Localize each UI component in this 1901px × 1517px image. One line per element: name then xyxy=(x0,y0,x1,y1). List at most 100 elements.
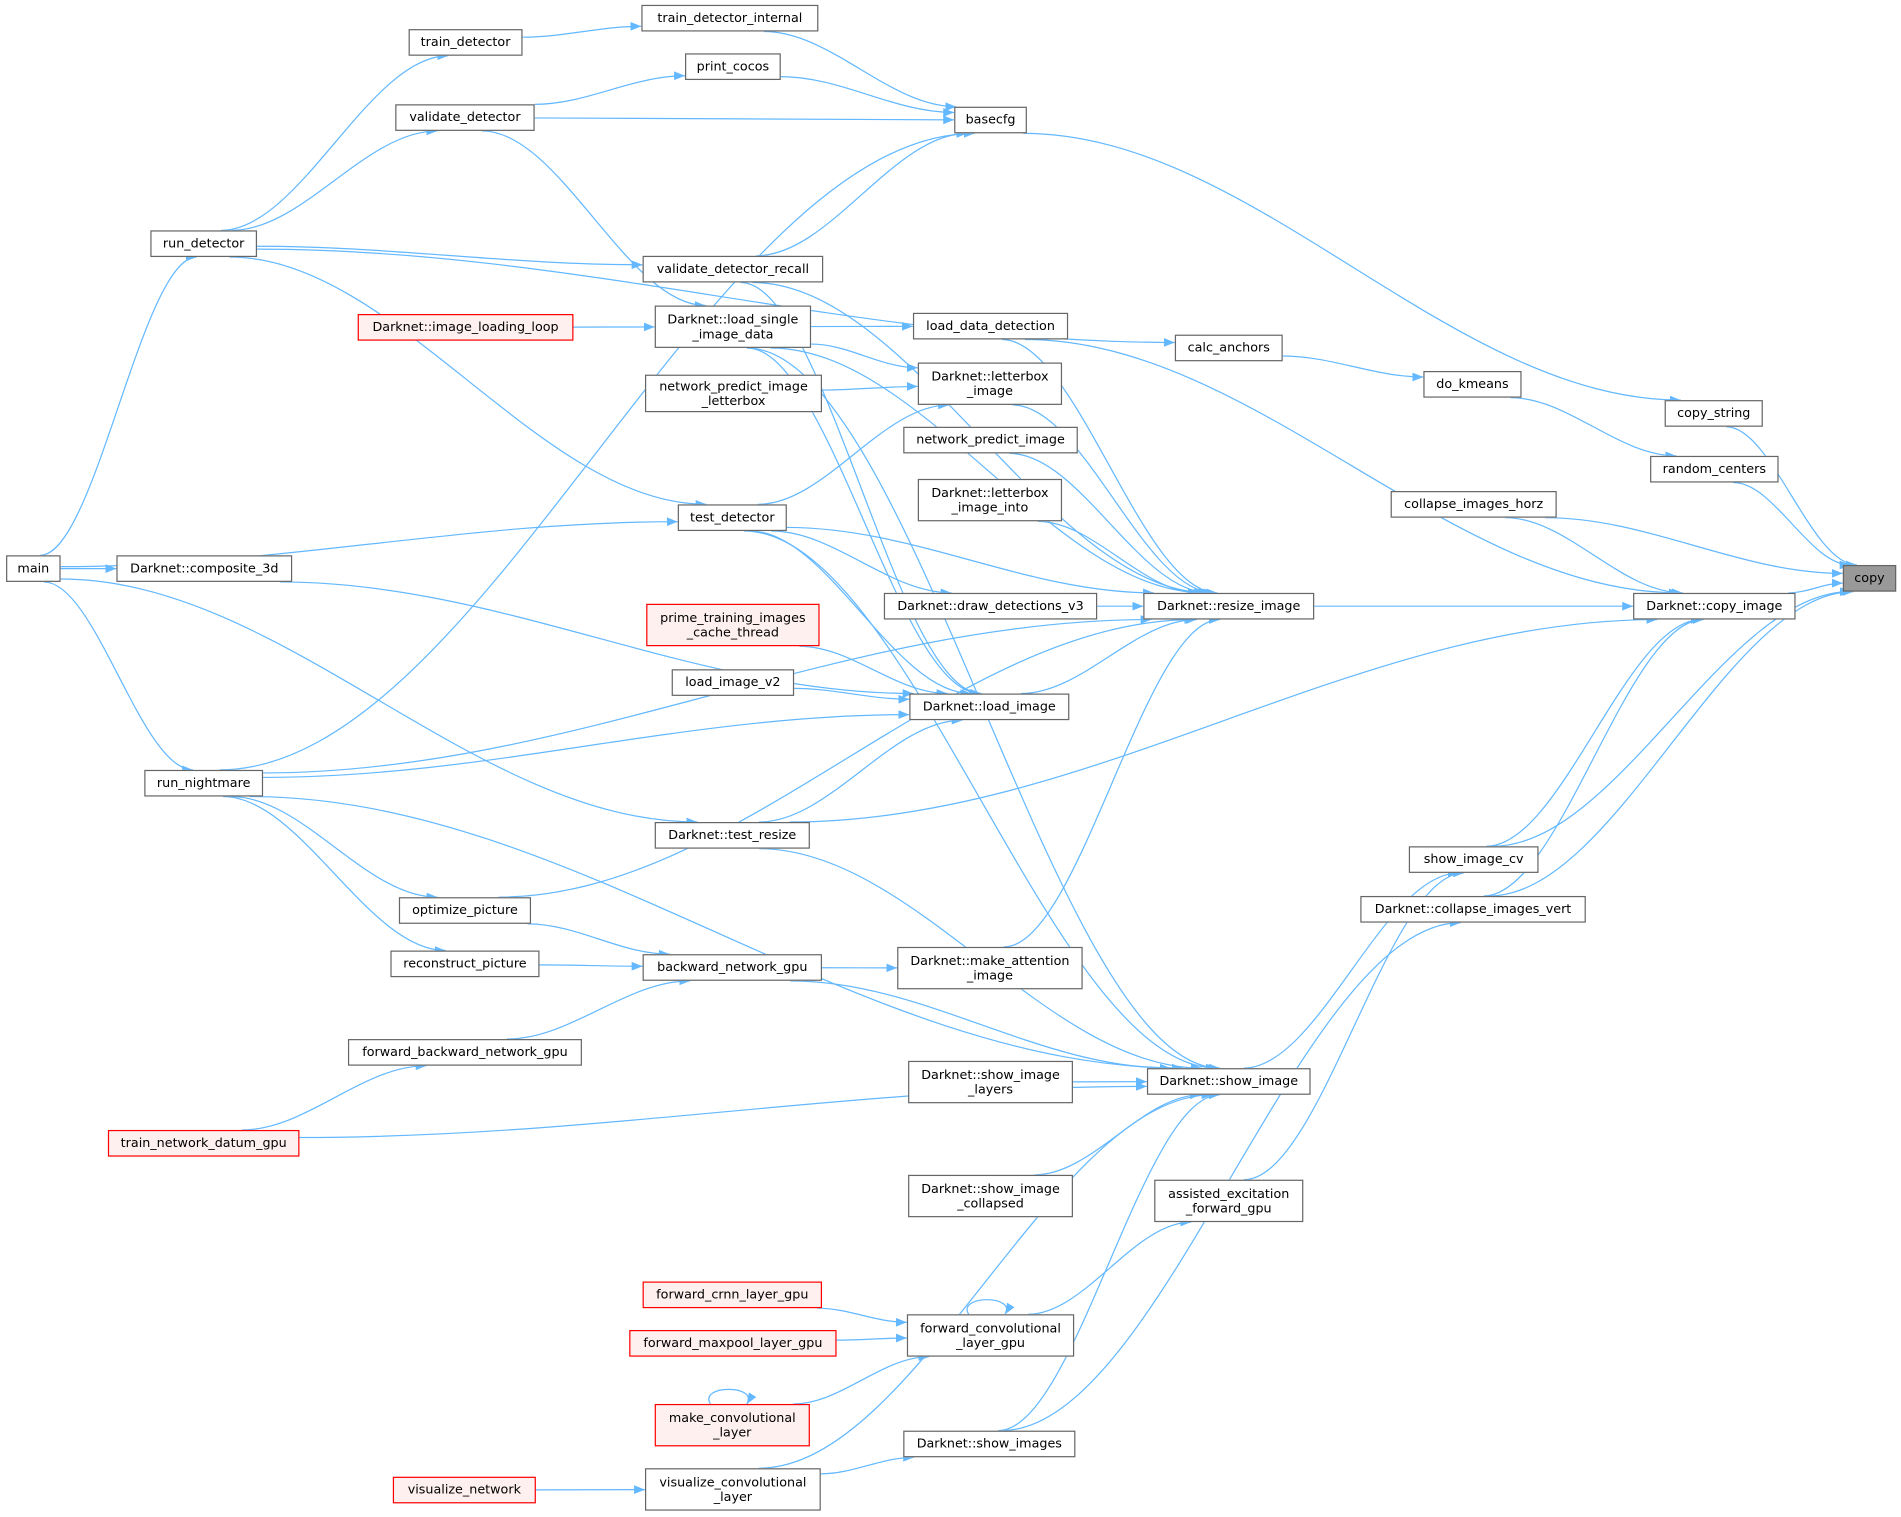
edge-basecfg-to-copy_string xyxy=(1023,132,1681,405)
node-load-data-detection[interactable]: load_data_detection xyxy=(912,312,1069,340)
node-reconstruct-picture[interactable]: reconstruct_picture xyxy=(390,950,540,978)
node-load-image-v2[interactable]: load_image_v2 xyxy=(671,669,795,696)
edge-collapse_images_vert-to-copy_image xyxy=(1483,615,1704,897)
node-forward-backward-network-gpu[interactable]: forward_backward_network_gpu xyxy=(347,1039,582,1066)
node-visualize-convolutional-layer[interactable]: visualize_convolutional _layer xyxy=(644,1468,821,1511)
node-train-detector-internal[interactable]: train_detector_internal xyxy=(641,4,819,32)
edge-run_detector-to-test_detector xyxy=(229,256,707,509)
edge-visualize_convolutional_layer-to-show_images xyxy=(820,1452,915,1475)
edge-print_cocos-to-basecfg xyxy=(780,75,955,117)
node-make-attention-image[interactable]: Darknet::make_attention _image xyxy=(897,946,1083,990)
edge-do_kmeans-to-random_centers xyxy=(1510,397,1677,461)
edge-optimize_picture-to-resize_image xyxy=(498,615,1196,898)
node-show-image-cv[interactable]: show_image_cv xyxy=(1408,846,1539,873)
edge-forward_backward_network_gpu-to-backward_network_gpu xyxy=(506,976,691,1040)
node-test-detector[interactable]: test_detector xyxy=(677,504,787,532)
edge-test_detector-to-resize_image xyxy=(786,526,1154,598)
node-random-centers[interactable]: random_centers xyxy=(1650,455,1779,483)
node-prime-training-images-cache-thread[interactable]: prime_training_images _cache_thread xyxy=(646,603,820,647)
node-letterbox-image[interactable]: Darknet::letterbox _image xyxy=(917,362,1063,405)
node-forward-maxpool-layer-gpu[interactable]: forward_maxpool_layer_gpu xyxy=(629,1330,837,1357)
node-train-network-datum-gpu[interactable]: train_network_datum_gpu xyxy=(107,1129,300,1157)
node-backward-network-gpu[interactable]: backward_network_gpu xyxy=(642,954,823,981)
edge-letterbox_image_into-to-resize_image xyxy=(1037,520,1199,598)
node-letterbox-image-into[interactable]: Darknet::letterbox _image_into xyxy=(917,478,1063,522)
edge-optimize_picture-to-backward_network_gpu xyxy=(527,923,670,959)
edge-load_single_image_data-to-letterbox_image xyxy=(811,343,918,373)
edge-test_detector-to-draw_detections_v3 xyxy=(771,530,952,598)
edge-test_resize-to-copy_image xyxy=(789,615,1658,823)
node-print-cocos[interactable]: print_cocos xyxy=(685,53,781,81)
edge-test_resize-to-load_image xyxy=(758,715,963,823)
edge-run_nightmare-to-optimize_picture xyxy=(231,795,438,902)
edge-composite_3d-to-load_image xyxy=(280,581,914,698)
node-collapse-images-horz[interactable]: collapse_images_horz xyxy=(1390,491,1557,518)
node-network-predict-image[interactable]: network_predict_image xyxy=(903,426,1078,454)
edge-train_detector-to-train_detector_internal xyxy=(522,21,642,38)
edge-copy_image-to-copy xyxy=(1788,578,1843,594)
edge-show_image_cv-to-copy xyxy=(1492,587,1851,847)
node-forward-convolutional-layer-gpu[interactable]: forward_convolutional _layer_gpu xyxy=(906,1314,1075,1357)
node-main[interactable]: main xyxy=(6,555,61,582)
node-show-image-collapsed[interactable]: Darknet::show_image _collapsed xyxy=(908,1174,1073,1218)
node-make-convolutional-layer[interactable]: make_convolutional _layer xyxy=(654,1403,810,1447)
node-visualize-network[interactable]: visualize_network xyxy=(392,1476,536,1504)
edge-assisted_excitation_forward_gpu-to-show_image_cv xyxy=(1243,868,1465,1181)
node-do-kmeans[interactable]: do_kmeans xyxy=(1423,370,1522,398)
node-run-nightmare[interactable]: run_nightmare xyxy=(144,769,264,797)
edge-run_nightmare-to-basecfg xyxy=(219,129,975,771)
edge-forward_maxpool_layer_gpu-to-forward_convolutional_layer_gpu xyxy=(836,1333,907,1343)
node-basecfg[interactable]: basecfg xyxy=(954,106,1027,134)
edge-network_predict_image-to-resize_image xyxy=(1009,452,1210,598)
edge-load_data_detection-to-copy_image xyxy=(1024,338,1680,598)
node-optimize-picture[interactable]: optimize_picture xyxy=(398,897,532,924)
edge-load_single_image_data-to-resize_image xyxy=(770,347,1206,598)
edge-main-to-run_nightmare xyxy=(43,581,194,775)
edge-run_detector-to-validate_detector xyxy=(231,126,438,231)
edge-validate_detector-to-load_single_image_data xyxy=(482,130,706,310)
edge-forward_convolutional_layer_gpu-to-assisted_excitation_forward_gpu xyxy=(1028,1217,1192,1315)
node-collapse-images-vert[interactable]: Darknet::collapse_images_vert xyxy=(1360,895,1586,923)
node-show-image[interactable]: Darknet::show_image xyxy=(1146,1068,1311,1095)
node-run-detector[interactable]: run_detector xyxy=(150,230,258,258)
node-assisted-excitation-forward-gpu[interactable]: assisted_excitation _forward_gpu xyxy=(1154,1179,1304,1223)
edge-load_single_image_data-to-load_image xyxy=(747,347,981,698)
edge-collapse_images_horz-to-copy_image xyxy=(1505,517,1683,598)
node-copy[interactable]: copy xyxy=(1842,564,1897,592)
edge-validate_detector-to-basecfg xyxy=(534,115,955,125)
edge-forward_crnn_layer_gpu-to-forward_convolutional_layer_gpu xyxy=(817,1307,907,1327)
node-train-detector[interactable]: train_detector xyxy=(408,29,523,56)
node-copy-string[interactable]: copy_string xyxy=(1664,400,1763,427)
edge-run_detector-to-validate_detector_recall xyxy=(257,245,643,270)
node-draw-detections-v3[interactable]: Darknet::draw_detections_v3 xyxy=(883,592,1098,620)
node-show-images[interactable]: Darknet::show_images xyxy=(903,1430,1076,1458)
node-load-image[interactable]: Darknet::load_image xyxy=(909,693,1070,721)
edge-test_detector-to-show_image xyxy=(744,530,1218,1073)
edge-run_nightmare-to-load_image xyxy=(263,710,910,779)
edge-make_convolutional_layer-to-make_convolutional_layer xyxy=(708,1388,757,1405)
node-load-single-image-data[interactable]: Darknet::load_single _image_data xyxy=(654,305,812,348)
node-forward-crnn-layer-gpu[interactable]: forward_crnn_layer_gpu xyxy=(642,1281,823,1309)
node-composite-3d[interactable]: Darknet::composite_3d xyxy=(116,555,293,582)
edge-run_detector-to-train_detector xyxy=(221,51,449,231)
edge-make_attention_image-to-resize_image xyxy=(1003,615,1220,948)
node-network-predict-image-letterbox[interactable]: network_predict_image _letterbox xyxy=(644,374,823,413)
node-resize-image[interactable]: Darknet::resize_image xyxy=(1143,592,1315,620)
node-show-image-layers[interactable]: Darknet::show_image _layers xyxy=(908,1060,1073,1104)
node-calc-anchors[interactable]: calc_anchors xyxy=(1174,334,1283,362)
node-image-loading-loop[interactable]: Darknet::image_loading_loop xyxy=(357,314,574,341)
node-validate-detector[interactable]: validate_detector xyxy=(395,104,535,131)
node-validate-detector-recall[interactable]: validate_detector_recall xyxy=(642,255,824,283)
edge-backward_network_gpu-to-show_image xyxy=(790,980,1171,1073)
edge-network_predict_image_letterbox-to-letterbox_image xyxy=(822,382,918,391)
node-copy-image[interactable]: Darknet::copy_image xyxy=(1633,592,1796,620)
edge-letterbox_image-to-resize_image xyxy=(1012,404,1215,598)
edge-copy_string-to-copy xyxy=(1726,426,1857,570)
edge-visualize_convolutional_layer-to-show_image xyxy=(758,1090,1213,1469)
edge-validate_detector_recall-to-basecfg xyxy=(755,129,968,257)
edge-train_detector_internal-to-basecfg xyxy=(763,30,957,112)
node-test-resize[interactable]: Darknet::test_resize xyxy=(654,822,810,849)
edge-forward_convolutional_layer_gpu-to-forward_convolutional_layer_gpu xyxy=(966,1299,1015,1315)
